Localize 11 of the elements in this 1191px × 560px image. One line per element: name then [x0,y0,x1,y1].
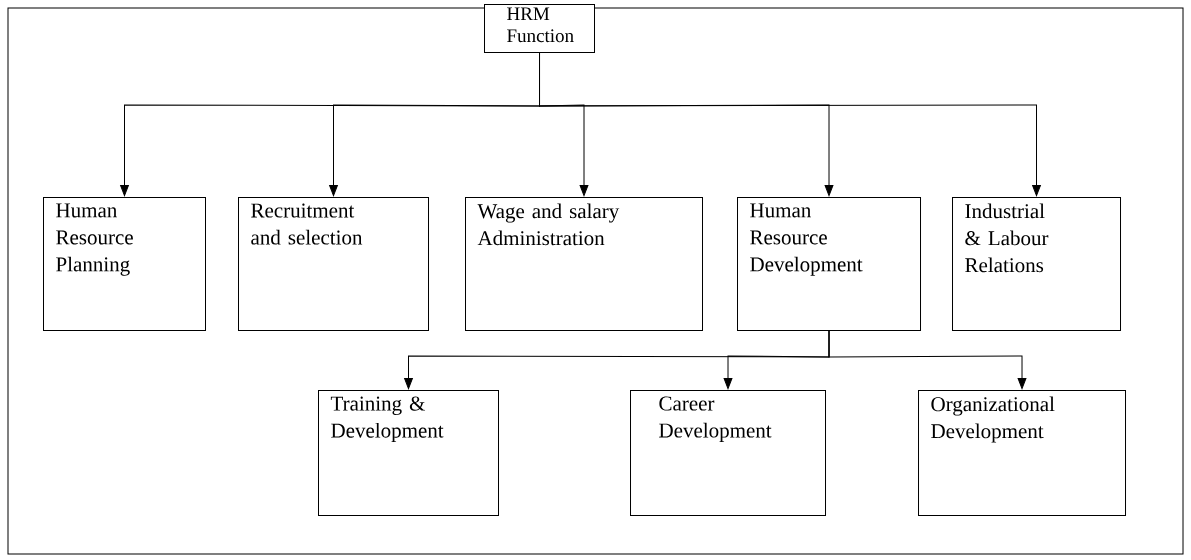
box: Training & Development [318,390,499,516]
box: Career Development [630,390,826,516]
arrow [828,330,1027,390]
box: Human Resource Planning [43,197,206,331]
box: Industrial & Labour Relations [952,197,1121,331]
box: HRM Function [484,4,595,53]
box: Organizational Development [918,390,1126,516]
arrow [539,52,1041,197]
box: Wage and salary Administration [465,197,703,331]
box: Recruitment and selection [238,197,429,331]
box: Human Resource Development [737,197,921,331]
